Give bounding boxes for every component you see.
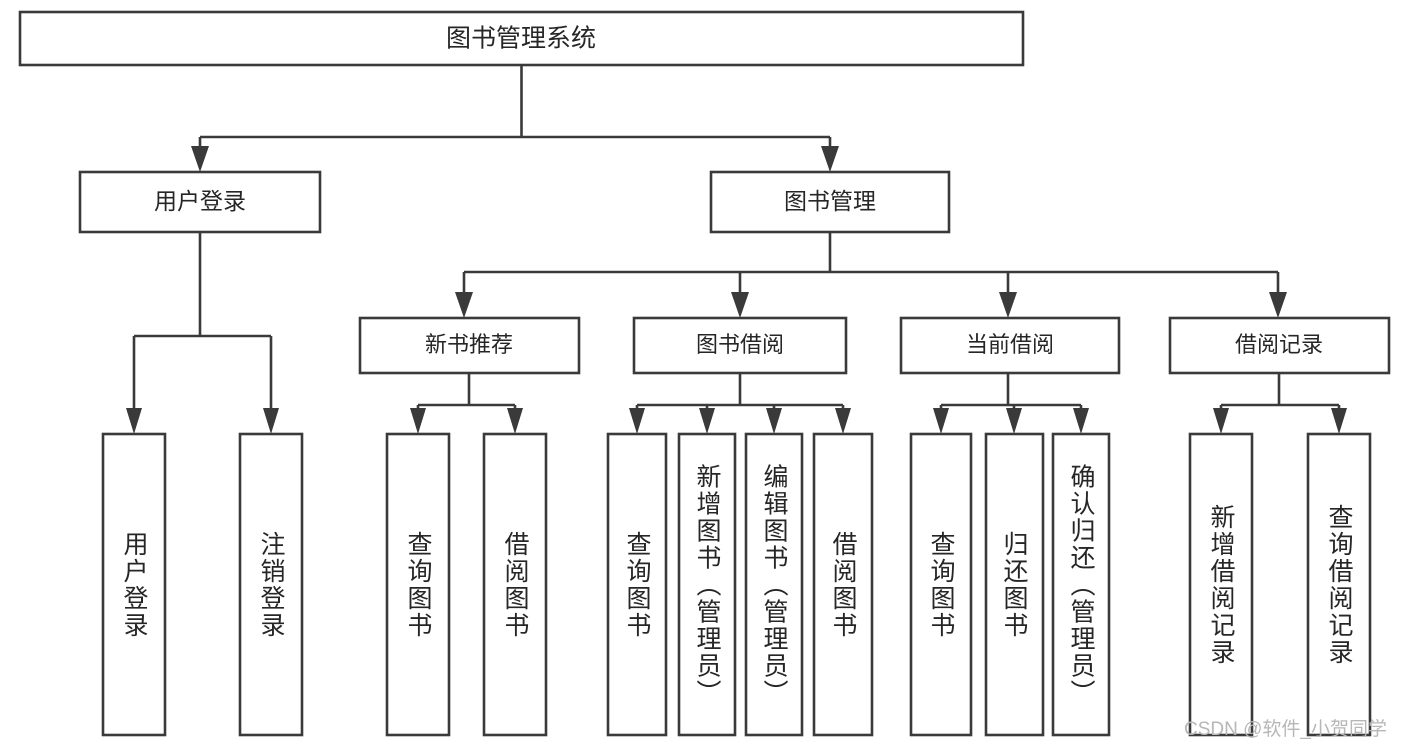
leaf-edit-book-admin-label: 编辑图书（管理员）: [760, 464, 789, 707]
node-current-borrow-label: 当前借阅: [966, 332, 1054, 357]
node-root-label: 图书管理系统: [446, 25, 596, 53]
arrowhead-leaf-confirm-return-admin: [1073, 408, 1089, 434]
leaf-query-book-2[interactable]: 查询图书: [606, 432, 668, 737]
node-book-manage[interactable]: 图书管理: [709, 170, 951, 234]
node-book-borrow-box[interactable]: [632, 316, 848, 375]
arrowhead-new-book-recommend: [455, 292, 473, 318]
leaf-confirm-return-admin[interactable]: 确认归还（管理员）: [1051, 432, 1111, 737]
leaf-query-book-3-box[interactable]: [909, 432, 973, 737]
node-root[interactable]: 图书管理系统: [18, 10, 1025, 67]
leaf-logout-login-box[interactable]: [238, 432, 304, 737]
leaf-query-borrow-record-label: 查询借阅记录: [1325, 504, 1354, 666]
leaf-query-book-2-label: 查询图书: [623, 531, 652, 639]
node-book-manage-box[interactable]: [709, 170, 951, 234]
leaf-borrow-book-1[interactable]: 借阅图书: [482, 432, 548, 737]
csdn-watermark: CSDN @软件_小贺同学: [1184, 719, 1387, 740]
leaf-logout-login[interactable]: 注销登录: [238, 432, 304, 737]
leaf-return-book-label: 归还图书: [1000, 531, 1029, 639]
leaf-borrow-book-1-box[interactable]: [482, 432, 548, 737]
leaf-borrow-book-2[interactable]: 借阅图书: [812, 432, 874, 737]
arrowhead-current-borrow: [999, 292, 1017, 318]
arrowhead-user-login: [191, 146, 209, 172]
arrowhead-book-borrow: [731, 292, 749, 318]
node-current-borrow-box[interactable]: [899, 316, 1121, 375]
leaf-confirm-return-admin-label: 确认归还（管理员）: [1067, 464, 1096, 707]
arrowhead-leaf-user-login: [126, 408, 142, 434]
arrowhead-leaf-borrow-book-2: [835, 408, 851, 434]
leaf-user-login-label: 用户登录: [120, 531, 149, 639]
leaf-add-book-admin[interactable]: 新增图书（管理员）: [677, 432, 737, 737]
node-borrow-record[interactable]: 借阅记录: [1168, 316, 1391, 375]
leaf-add-book-admin-label: 新增图书（管理员）: [693, 464, 722, 707]
node-book-borrow[interactable]: 图书借阅: [632, 316, 848, 375]
leaf-borrow-book-2-box[interactable]: [812, 432, 874, 737]
node-user-login-box[interactable]: [78, 170, 322, 234]
arrowhead-leaf-add-book-admin: [699, 408, 715, 434]
node-user-login[interactable]: 用户登录: [78, 170, 322, 234]
node-root-box[interactable]: [18, 10, 1025, 67]
arrowhead-leaf-edit-book-admin: [766, 408, 782, 434]
arrowhead-leaf-return-book: [1006, 408, 1022, 434]
leaf-edit-book-admin-box[interactable]: [744, 432, 804, 737]
leaf-add-book-admin-box[interactable]: [677, 432, 737, 737]
leaf-logout-login-label: 注销登录: [257, 531, 286, 639]
arrowhead-borrow-record: [1269, 292, 1287, 318]
leaf-query-book-1[interactable]: 查询图书: [385, 432, 451, 737]
leaf-borrow-book-1-label: 借阅图书: [501, 531, 530, 639]
leaf-return-book[interactable]: 归还图书: [984, 432, 1045, 737]
arrowhead-leaf-borrow-book-1: [507, 408, 523, 434]
leaf-confirm-return-admin-box[interactable]: [1051, 432, 1111, 737]
leaf-query-book-3[interactable]: 查询图书: [909, 432, 973, 737]
leaf-add-borrow-record-box[interactable]: [1188, 432, 1254, 737]
leaf-query-book-1-box[interactable]: [385, 432, 451, 737]
node-borrow-record-box[interactable]: [1168, 316, 1391, 375]
leaf-user-login-box[interactable]: [101, 432, 167, 737]
leaf-query-borrow-record[interactable]: 查询借阅记录: [1306, 432, 1372, 737]
node-new-book-recommend-box[interactable]: [358, 316, 581, 375]
node-book-borrow-label: 图书借阅: [696, 332, 784, 357]
arrowhead-book-manage: [821, 146, 839, 172]
arrowhead-leaf-query-book-1: [410, 408, 426, 434]
leaf-return-book-box[interactable]: [984, 432, 1045, 737]
arrowhead-leaf-query-book-3: [933, 408, 949, 434]
node-current-borrow[interactable]: 当前借阅: [899, 316, 1121, 375]
leaf-query-book-1-label: 查询图书: [404, 531, 433, 639]
leaf-add-borrow-record-label: 新增借阅记录: [1207, 504, 1236, 666]
node-user-login-label: 用户登录: [154, 188, 246, 214]
leaf-query-borrow-record-box[interactable]: [1306, 432, 1372, 737]
leaf-query-book-2-box[interactable]: [606, 432, 668, 737]
leaf-edit-book-admin[interactable]: 编辑图书（管理员）: [744, 432, 804, 737]
node-new-book-recommend-label: 新书推荐: [425, 332, 513, 357]
arrowhead-leaf-query-borrow-record: [1331, 408, 1347, 434]
connector-layer: [126, 65, 1347, 434]
leaf-add-borrow-record[interactable]: 新增借阅记录: [1188, 432, 1254, 737]
arrowhead-leaf-query-book-2: [629, 408, 645, 434]
arrowhead-leaf-logout-login: [263, 408, 279, 434]
node-borrow-record-label: 借阅记录: [1235, 332, 1323, 357]
arrowhead-leaf-add-borrow-record: [1213, 408, 1229, 434]
node-book-manage-label: 图书管理: [784, 188, 876, 214]
leaf-user-login[interactable]: 用户登录: [101, 432, 167, 737]
leaf-query-book-3-label: 查询图书: [927, 531, 956, 639]
node-new-book-recommend[interactable]: 新书推荐: [358, 316, 581, 375]
leaf-borrow-book-2-label: 借阅图书: [829, 531, 858, 639]
